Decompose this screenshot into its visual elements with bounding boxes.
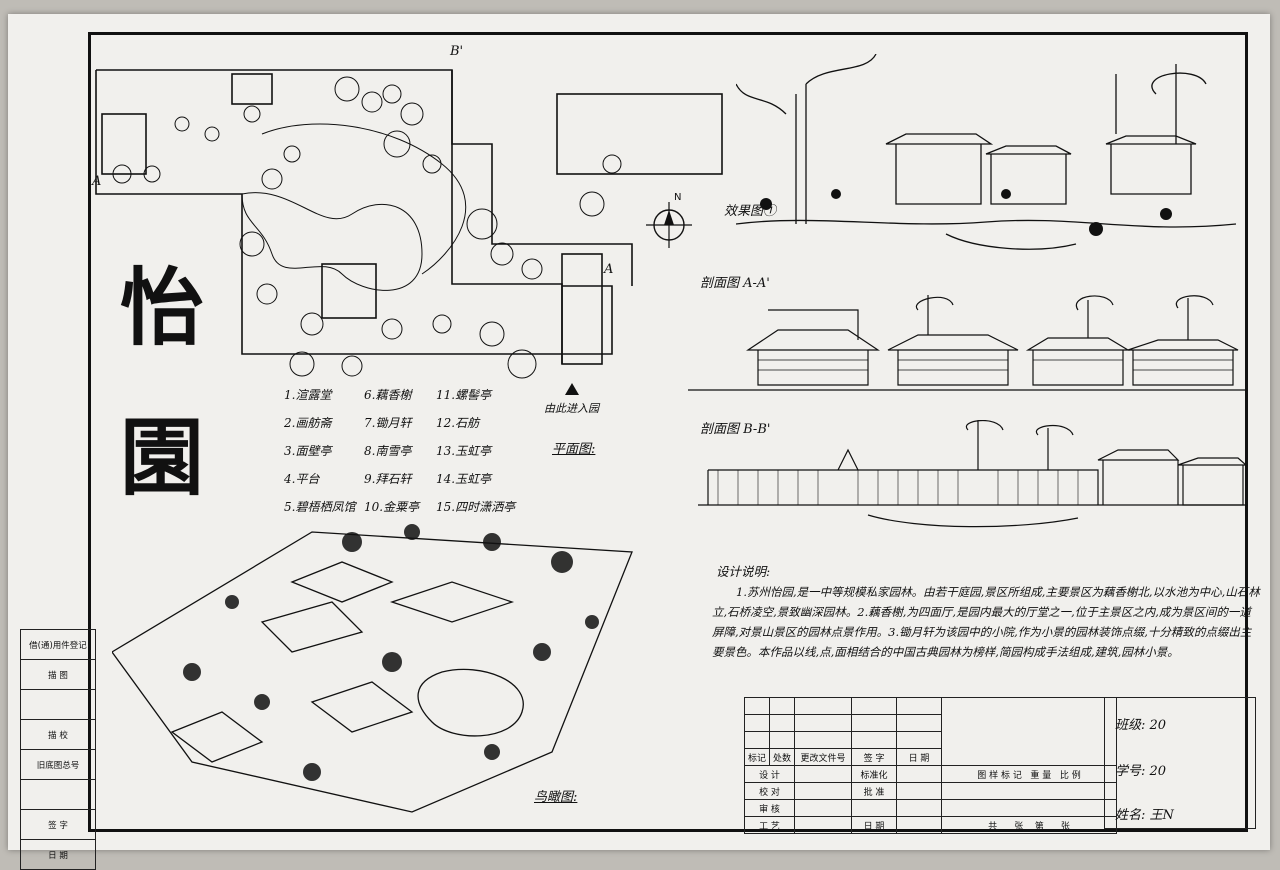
marker-a: A <box>92 174 102 189</box>
aerial-view-drawing <box>112 502 652 820</box>
registration-cell <box>20 689 96 720</box>
design-notes-heading: 设计说明: <box>716 564 771 579</box>
entrance-arrow-icon <box>564 382 580 396</box>
legend-item: 13.玉虹亭 <box>436 444 492 458</box>
sheet-count-label: 张 <box>1060 821 1070 832</box>
legend-item: 15.四时潇洒亭 <box>436 500 516 514</box>
registration-table: 借(通)用件登记 描 图 描 校 旧底图总号 签 字 日 期 <box>20 629 96 870</box>
legend-item: 7.锄月轩 <box>364 416 412 430</box>
class-label: 班级: <box>1115 718 1146 733</box>
plan-caption: 平面图: <box>552 442 596 457</box>
legend-item: 11.螺髻亭 <box>436 388 492 402</box>
block-label: 日 期 <box>851 816 897 834</box>
student-number-row: 学号: 20 <box>1115 760 1166 779</box>
section-a-drawing <box>688 290 1248 410</box>
design-notes: 设计说明: 1.苏州怡园,是一中等规模私家园林。由若干庭园,景区所组成,主要景区… <box>712 562 1260 662</box>
block-label: 设 计 <box>744 765 795 783</box>
legend-item: 9.拜石轩 <box>364 472 412 486</box>
legend-item: 4.平台 <box>284 472 320 486</box>
block-label: 校 对 <box>744 782 795 800</box>
perspective-sketch <box>736 54 1236 264</box>
name-row: 姓名: 王N <box>1115 804 1174 823</box>
rev-header: 更改文件号 <box>794 748 852 766</box>
perspective-caption: 效果图① <box>724 204 777 219</box>
student-number-value: 20 <box>1149 764 1167 779</box>
legend-item: 3.面壁亭 <box>284 444 332 458</box>
block-label: 审 核 <box>744 799 795 817</box>
marker-a-right: A <box>604 262 614 277</box>
class-value: 20 <box>1149 718 1167 733</box>
title-char-1: 怡 <box>120 258 205 357</box>
legend-item: 6.藕香榭 <box>364 388 412 402</box>
registration-cell: 描 校 <box>20 719 96 750</box>
marker-b-prime: B' <box>450 44 464 59</box>
sheet-count-label: 共 <box>988 821 998 832</box>
legend-item: 10.金粟亭 <box>364 500 420 514</box>
legend-item: 1.渲露堂 <box>284 388 332 402</box>
registration-cell: 旧底图总号 <box>20 749 96 780</box>
site-plan-drawing <box>92 54 732 384</box>
aerial-caption: 鸟瞰图: <box>534 790 578 805</box>
north-label: N <box>674 192 682 203</box>
name-value: 王N <box>1149 808 1174 823</box>
legend-item: 5.碧梧栖凤馆 <box>284 500 356 514</box>
section-b-drawing <box>698 420 1248 540</box>
drawing-frame <box>88 32 1248 832</box>
class-row: 班级: 20 <box>1115 714 1166 733</box>
sheet-count-label: 张 <box>1014 821 1024 832</box>
section-a-caption: 剖面图 A-A' <box>700 276 770 291</box>
design-notes-body: 1.苏州怡园,是一中等规模私家园林。由若干庭园,景区所组成,主要景区为藕香榭北,… <box>712 585 1260 659</box>
entrance-caption: 由此进入园 <box>544 402 599 415</box>
registration-cell: 日 期 <box>20 839 96 870</box>
name-label: 姓名: <box>1115 808 1146 823</box>
registration-cell: 签 字 <box>20 809 96 840</box>
student-info-box: 班级: 20 学号: 20 姓名: 王N <box>1104 697 1256 829</box>
rev-header: 日 期 <box>896 748 942 766</box>
registration-cell: 描 图 <box>20 659 96 690</box>
section-b-caption: 剖面图 B-B' <box>700 422 771 437</box>
mid-header-row: 图 样 标 记 重 量 比 例 <box>941 765 1117 783</box>
block-label: 工 艺 <box>744 816 795 834</box>
block-label: 标准化 <box>851 765 897 783</box>
rev-header: 处数 <box>769 748 795 766</box>
sheet-count-label: 第 <box>1034 821 1044 832</box>
north-arrow-icon <box>644 200 694 250</box>
block-label: 批 准 <box>851 782 897 800</box>
rev-header: 标记 <box>744 748 770 766</box>
mid-header: 图 样 标 记 <box>977 770 1022 781</box>
legend-item: 8.南雪亭 <box>364 444 412 458</box>
title-block: 标记 处数 更改文件号 签 字 日 期 设 计 标准化 图 样 标 记 重 量 … <box>744 697 1117 834</box>
mid-header: 比 例 <box>1059 770 1081 781</box>
legend-item: 12.石舫 <box>436 416 480 430</box>
rev-header: 签 字 <box>851 748 897 766</box>
drawing-sheet: B' A A N 由此进入园 怡 園 1.渲露堂 2.画舫斋 3.面壁亭 4.平… <box>8 14 1270 870</box>
title-char-2: 園 <box>120 408 205 507</box>
mid-header: 重 量 <box>1030 770 1052 781</box>
registration-cell: 借(通)用件登记 <box>20 629 96 660</box>
student-number-label: 学号: <box>1115 764 1146 779</box>
sheet-count-row: 共 张 第 张 <box>941 816 1117 834</box>
registration-cell <box>20 779 96 810</box>
legend-item: 2.画舫斋 <box>284 416 332 430</box>
legend-item: 14.玉虹亭 <box>436 472 492 486</box>
